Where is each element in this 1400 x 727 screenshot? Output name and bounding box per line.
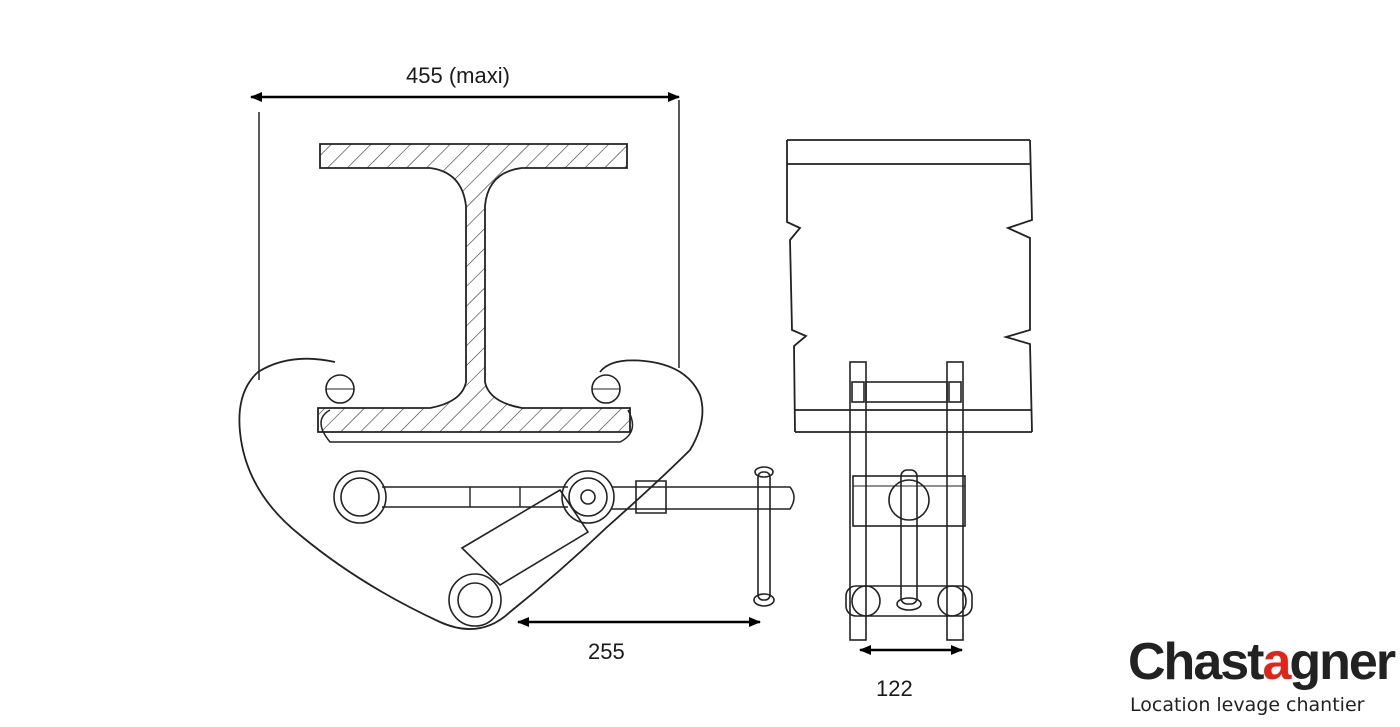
i-beam-section xyxy=(317,143,631,433)
logo-name-part2: gner xyxy=(1289,633,1396,691)
logo-name-accent: a xyxy=(1262,633,1291,691)
handle-bar xyxy=(757,471,771,601)
shackle-pin xyxy=(845,585,973,617)
top-roller-bar xyxy=(865,381,948,403)
beam-side-outline xyxy=(786,139,1033,433)
clamp-body xyxy=(238,357,704,630)
logo-name-part1: Chast xyxy=(1128,633,1264,691)
side-view xyxy=(786,139,1033,655)
handle xyxy=(612,486,795,510)
front-view xyxy=(238,92,795,630)
right-side-plate xyxy=(946,361,964,641)
chastagner-logo: Chastagner Location levage chantier xyxy=(1128,633,1396,720)
dim-455-label: 455 (maxi) xyxy=(406,63,510,88)
clamp-slot xyxy=(320,409,634,443)
dim-122-label: 122 xyxy=(876,676,913,701)
shackle-eye xyxy=(448,573,502,627)
side-screw-head xyxy=(888,479,930,521)
spindle xyxy=(382,486,568,508)
side-screw xyxy=(900,469,918,605)
dim-255-label: 255 xyxy=(588,639,625,664)
logo-tagline: Location levage chantier xyxy=(1130,694,1365,716)
left-side-plate xyxy=(849,361,867,641)
right-pivot xyxy=(561,470,615,524)
lower-arm xyxy=(460,488,590,587)
logo-wordmark: Chastagner xyxy=(1128,632,1396,692)
left-pivot xyxy=(333,470,387,524)
side-crossbar xyxy=(852,475,966,527)
spindle-nut xyxy=(635,480,667,514)
